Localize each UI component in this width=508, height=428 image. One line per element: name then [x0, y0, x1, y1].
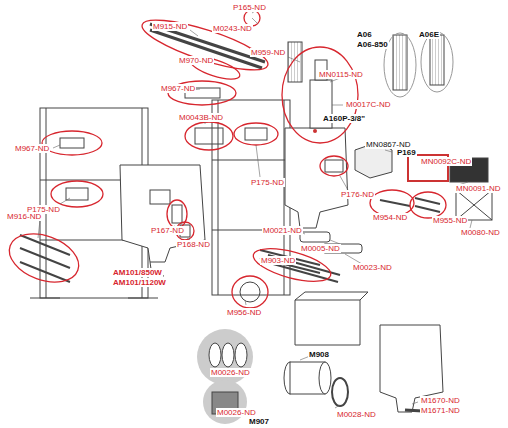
callout-number: M0005-ND: [300, 244, 341, 253]
callout-number: P169: [396, 148, 417, 157]
callout-number: MN0091-ND: [455, 184, 501, 193]
callout-number: M1671-ND: [420, 406, 461, 415]
callout-number: P176-ND: [340, 190, 375, 199]
callout-number: A06: [356, 30, 373, 39]
callout-number: M0026-ND: [216, 408, 257, 417]
callout-number: M0080-ND: [460, 228, 501, 237]
callout-number: M916-ND: [6, 212, 42, 221]
callout-number: A06-850: [356, 40, 389, 49]
callout-number: M959-ND: [250, 48, 286, 57]
callout-number: M967-ND: [14, 144, 50, 153]
callout-number: AM101/1120W: [112, 278, 167, 287]
callout-number: M956-ND: [226, 308, 262, 317]
callout-number: P165-ND: [232, 3, 267, 12]
callout-number: P175-ND: [250, 178, 285, 187]
callout-number: A160P-3/8": [322, 114, 366, 123]
callout-number: A06E: [418, 30, 440, 39]
callout-number: M0017C-ND: [345, 100, 391, 109]
callout-number: MN0092C-ND: [420, 157, 472, 166]
callout-number: M970-ND: [178, 56, 214, 65]
callout-number: AM101/850W: [112, 268, 163, 277]
callout-number: M967-ND: [160, 84, 196, 93]
callout-number: P167-ND: [150, 226, 185, 235]
callout-number: M0243-ND: [212, 24, 253, 33]
callout-number: M0043B-ND: [178, 113, 224, 122]
callout-number: M907: [248, 417, 270, 426]
callout-number: M0021-ND: [262, 226, 303, 235]
callout-number: M1670-ND: [420, 396, 461, 405]
callout-number: M908: [308, 350, 330, 359]
callout-number: M915-ND: [152, 22, 188, 31]
callout-number: M0026-ND: [210, 368, 251, 377]
callout-number: M954-ND: [372, 213, 408, 222]
callout-number: M903-ND: [260, 256, 296, 265]
callout-number: M0023-ND: [352, 263, 393, 272]
callout-number: M0028-ND: [336, 410, 377, 419]
callout-number: M955-ND: [432, 216, 468, 225]
callout-number: MN0115-ND: [318, 70, 364, 79]
callout-number: P168-ND: [176, 240, 211, 249]
